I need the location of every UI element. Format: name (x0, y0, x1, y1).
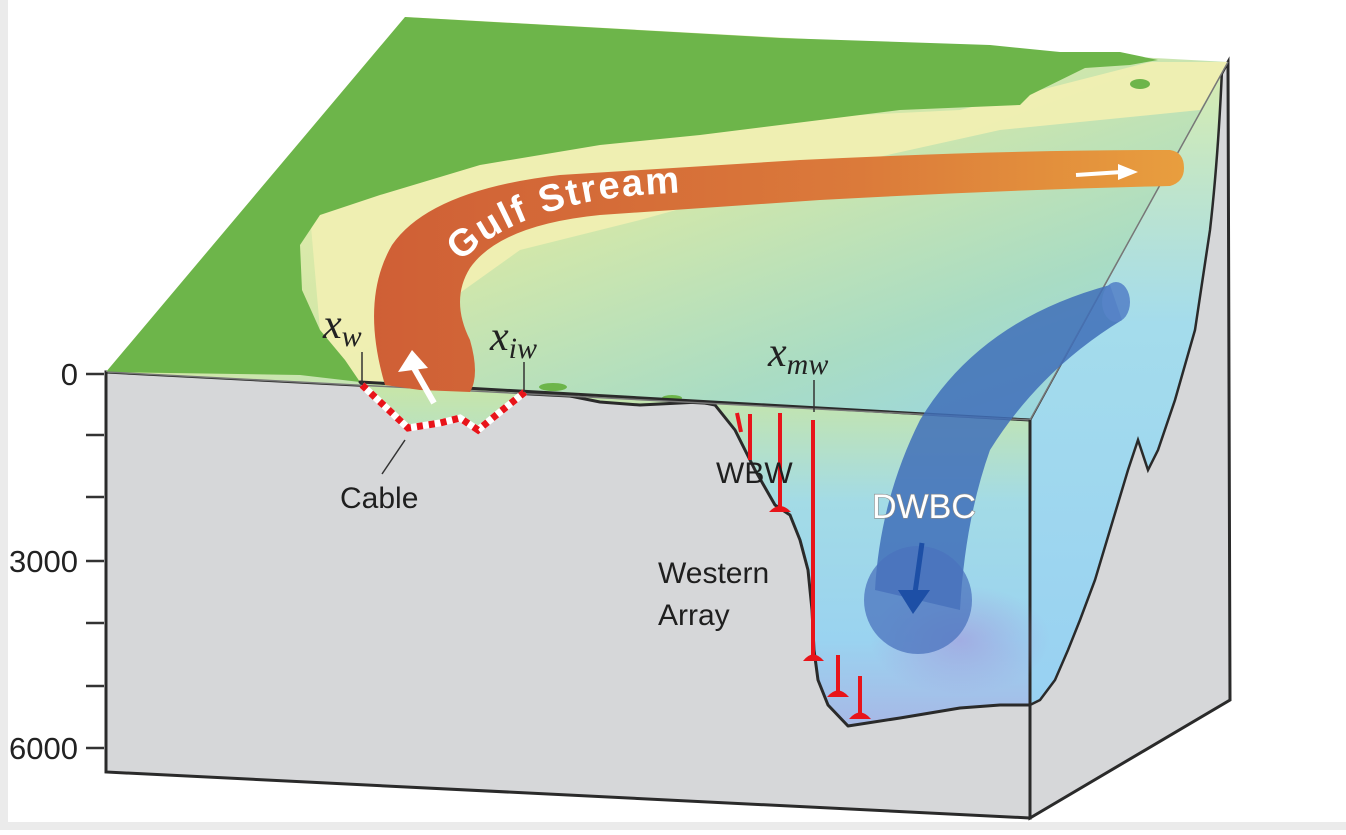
x-w-marker: xw (322, 302, 362, 353)
mooring-line (735, 412, 743, 433)
mooring-anchor (803, 654, 824, 661)
frame-border-left (0, 0, 8, 830)
front-top-edge (105, 371, 1031, 421)
side-ocean (1028, 69, 1224, 708)
dwbc-arrow-icon (898, 542, 930, 614)
wbw-moorings (735, 412, 782, 508)
x-iw-marker: xiw (489, 314, 537, 365)
depth-axis (86, 372, 104, 750)
land-region (106, 17, 1158, 382)
depth-tick-label-3000: 3000 (9, 544, 78, 579)
wbw-label: WBW (716, 457, 793, 490)
mooring-anchor (827, 690, 849, 697)
dwbc-current (875, 285, 1122, 610)
gulf-stream-arrow-icon (1075, 164, 1138, 180)
gulf-stream-origin-arrow-icon (398, 350, 437, 405)
cable-line-dashes (359, 382, 528, 435)
mooring-anchor (849, 712, 871, 719)
western-array-moorings (811, 420, 862, 714)
land-islet (1130, 79, 1150, 89)
western-array-label-line1: Western (658, 557, 769, 590)
depth-tick-label-6000: 6000 (9, 731, 78, 766)
gulf-stream-current (374, 150, 1184, 392)
depth-tick-label-0: 0 (61, 357, 78, 392)
cable-label: Cable (340, 482, 418, 515)
western-array-label-line2: Array (658, 599, 730, 632)
land-islet-small (539, 383, 567, 391)
cable-leader (381, 439, 406, 475)
frame-border-bottom (0, 822, 1346, 830)
dwbc-label: DWBC (872, 488, 976, 526)
x-mw-marker: xmw (767, 330, 828, 381)
mooring-anchor (769, 506, 791, 512)
dwbc-tube-end (1102, 282, 1130, 322)
